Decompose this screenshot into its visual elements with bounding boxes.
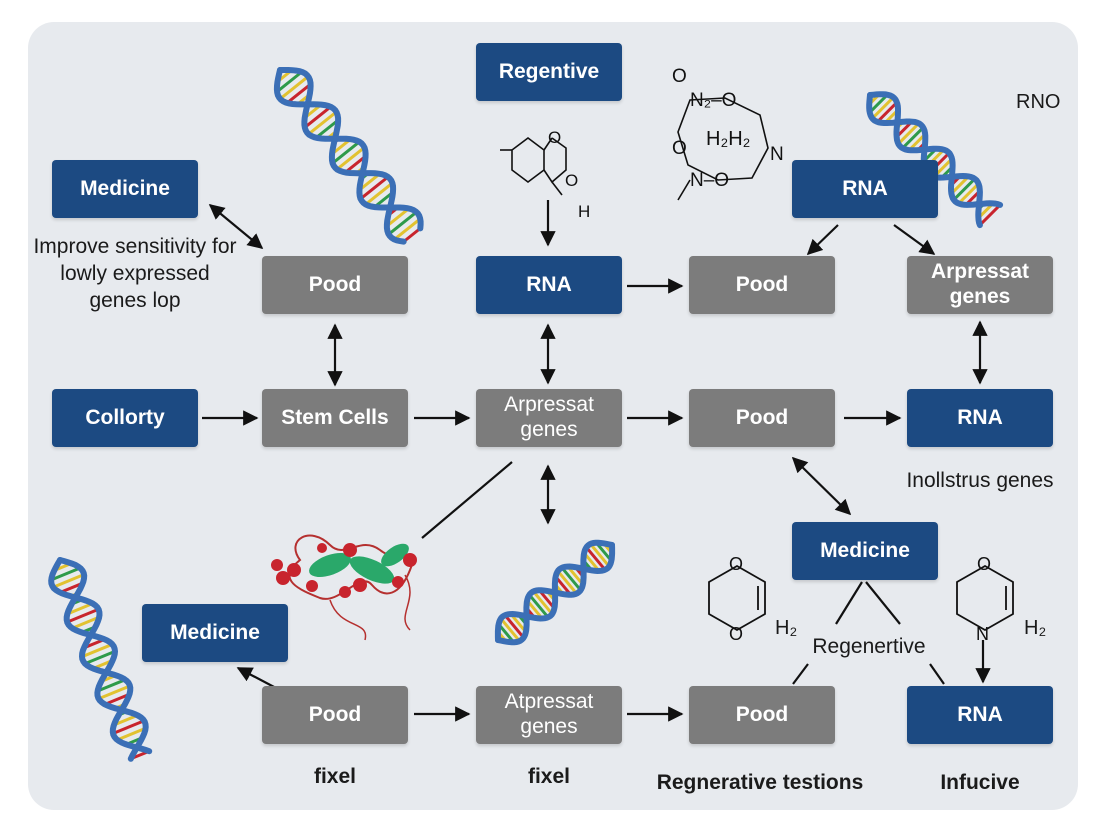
node-label: Medicine	[170, 620, 260, 644]
arpressat-genes-node[interactable]: Arpressat genes	[476, 389, 622, 447]
rna-node[interactable]: RNA	[907, 389, 1053, 447]
node-label: Pood	[308, 702, 362, 726]
fixel-caption: fixel	[313, 765, 357, 788]
h2-label: H₂	[775, 617, 798, 639]
mol-o-label: O	[565, 171, 578, 190]
sensitivity-note: Improve sensitivity for lowly expressed …	[33, 235, 237, 312]
dna-helix-icon	[494, 539, 616, 646]
rna-node[interactable]: RNA	[907, 686, 1053, 744]
node-label: Atpressat genes	[504, 690, 594, 738]
node-label: Collorty	[85, 405, 165, 429]
rna-node[interactable]: RNA	[792, 160, 938, 218]
mol-o-label: O	[729, 554, 743, 574]
node-label: Regentive	[498, 59, 600, 83]
pood-node[interactable]: Pood	[689, 389, 835, 447]
mol-o-label: O	[729, 624, 743, 644]
pood-node[interactable]: Pood	[689, 686, 835, 744]
protein-structure-icon	[271, 534, 417, 641]
dna-helix-icon	[273, 67, 424, 245]
dna-helix-icon	[48, 557, 153, 762]
stem-cells-node[interactable]: Stem Cells	[262, 389, 408, 447]
mol-o-label: O	[672, 138, 687, 159]
node-label: Arpressat genes	[504, 393, 594, 441]
node-label: RNA	[842, 176, 888, 200]
node-label: RNA	[526, 272, 572, 296]
mol-n2o-label: N₂–O	[690, 90, 736, 111]
mol-n-label: N	[976, 624, 989, 644]
atpressat-genes-node[interactable]: Atpressat genes	[476, 686, 622, 744]
mol-no-label: N–O	[690, 170, 729, 191]
dna-helix-icon	[866, 91, 1004, 229]
fixel-caption: fixel	[527, 765, 571, 788]
inollstrus-genes-label: Inollstrus genes	[906, 469, 1054, 492]
node-label: RNA	[957, 405, 1003, 429]
h2-label: H₂	[1024, 617, 1047, 639]
arpressat-genes-node[interactable]: Arpressat genes	[907, 256, 1053, 314]
collorty-node[interactable]: Collorty	[52, 389, 198, 447]
regnerative-testions-caption: Regnerative testions	[656, 771, 864, 794]
medicine-node[interactable]: Medicine	[142, 604, 288, 662]
node-label: Stem Cells	[281, 405, 389, 429]
ring-molecule-icon	[677, 97, 769, 201]
rna-node[interactable]: RNA	[476, 256, 622, 314]
molecule-structure-icon	[500, 137, 567, 196]
mol-o-label: O	[672, 66, 687, 87]
mol-h-label: H	[578, 202, 590, 221]
node-label: Pood	[735, 405, 789, 429]
medicine-node[interactable]: Medicine	[792, 522, 938, 580]
node-label: Pood	[735, 272, 789, 296]
mol-o-label: O	[548, 128, 561, 147]
node-label: Medicine	[820, 538, 910, 562]
node-label: Arpressat genes	[930, 260, 1030, 308]
node-label: RNA	[957, 702, 1003, 726]
mol-o-label: O	[977, 554, 991, 574]
node-label: Pood	[308, 272, 362, 296]
pood-node[interactable]: Pood	[689, 256, 835, 314]
mol-n-label: N	[770, 144, 784, 165]
node-label: Pood	[735, 702, 789, 726]
regenertive-label: Regenertive	[812, 635, 926, 658]
infucive-caption: Infucive	[940, 771, 1020, 794]
hexagon-molecule-icon	[956, 564, 1014, 632]
hexagon-molecule-icon	[708, 564, 766, 632]
node-label: Medicine	[80, 176, 170, 200]
rno-label: RNO	[1016, 91, 1061, 113]
mol-h2h2-label: H₂H₂	[706, 128, 750, 150]
pood-node[interactable]: Pood	[262, 256, 408, 314]
regentive-node[interactable]: Regentive	[476, 43, 622, 101]
medicine-node[interactable]: Medicine	[52, 160, 198, 218]
pood-node[interactable]: Pood	[262, 686, 408, 744]
connector-arrows	[202, 200, 991, 722]
